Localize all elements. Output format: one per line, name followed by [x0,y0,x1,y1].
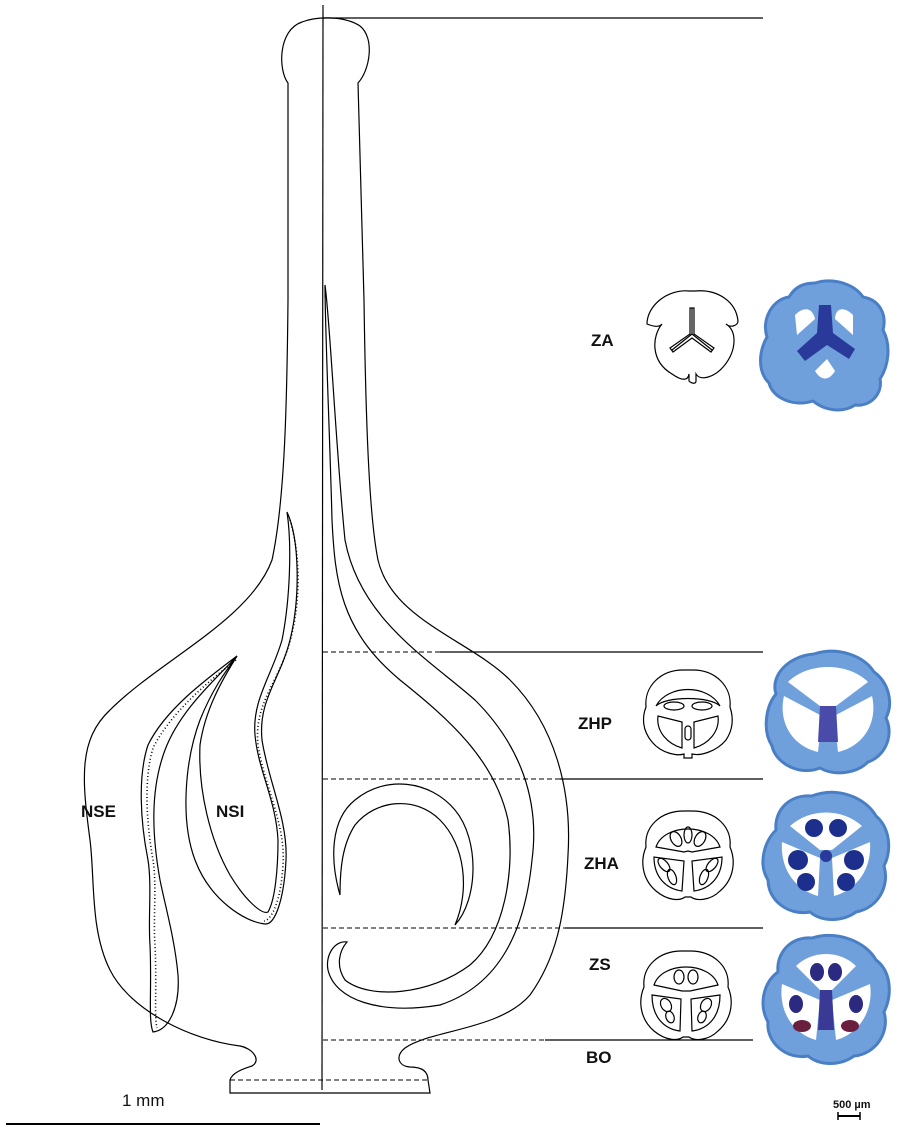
micrograph-zs [763,935,889,1063]
label-zha: ZHA [584,854,619,873]
schematic-zha [643,811,733,899]
pistil-outline [84,18,568,1093]
schematic-zhp [644,670,733,758]
scale-label-500um: 500 µm [833,1099,871,1111]
style-canal [325,285,534,1008]
micrograph-zha [763,792,889,919]
label-nsi: NSI [216,802,244,821]
schematic-za [647,291,738,383]
locule-coil [334,784,473,925]
nectary-nsi [186,512,297,924]
label-bo: BO [586,1048,612,1067]
micrograph-za [761,281,889,410]
label-zhp: ZHP [578,714,612,733]
label-nse: NSE [81,802,116,821]
scale-label-1mm: 1 mm [122,1091,165,1110]
label-zs: ZS [589,955,611,974]
schematic-zs [641,951,731,1039]
nectary-nse-dots [147,660,236,1028]
label-za: ZA [591,331,614,350]
micrograph-zhp [766,651,889,773]
central-axis [322,5,323,1090]
